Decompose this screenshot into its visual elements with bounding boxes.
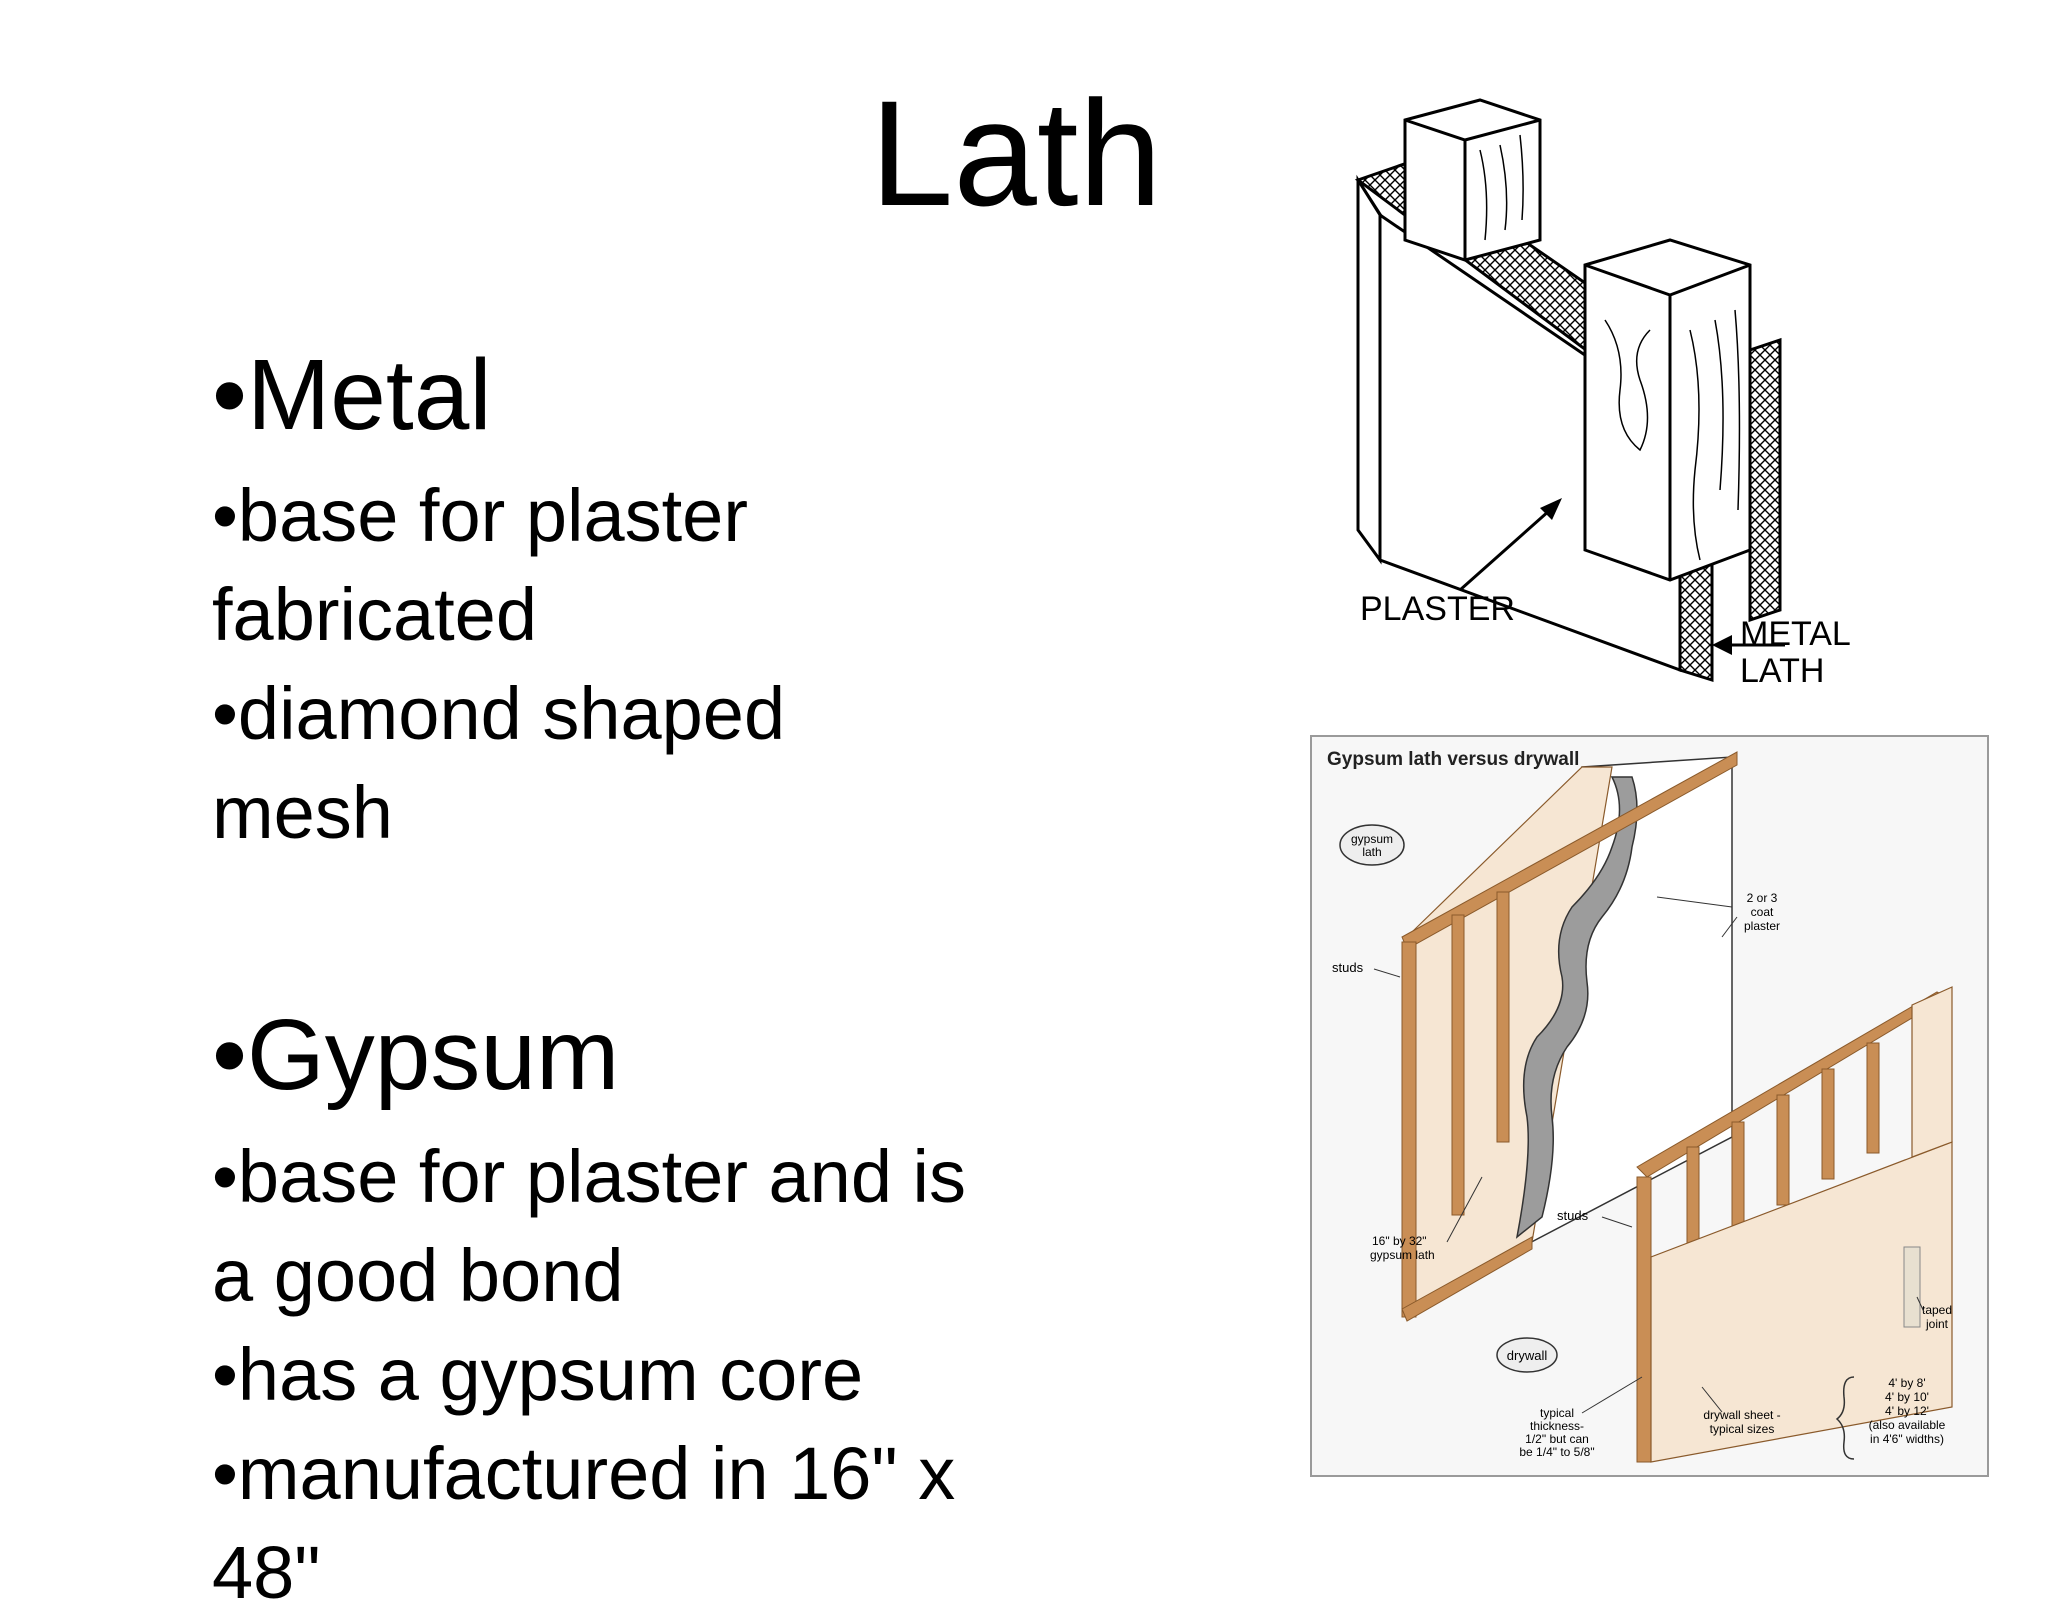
gypsum-line: a good bond [212,1234,624,1317]
figure-title: Gypsum lath versus drywall [1327,749,1579,770]
slide-title: Lath [870,69,1162,237]
metal-heading: •Metal [212,339,492,451]
gypsum-line: •has a gypsum core [212,1333,864,1416]
metal-bullets: •base for plaster fabricated •diamond sh… [212,466,785,862]
gypsum-line: 48" [212,1531,321,1614]
size-label-1: 4' by 8' [1888,1376,1925,1390]
metal-line: •diamond shaped [212,672,786,755]
thickness-label-4: be 1/4" to 5/8" [1519,1445,1594,1459]
taped-label-2: joint [1925,1317,1949,1331]
metal-line: fabricated [212,573,537,656]
size-label-4: (also available [1869,1418,1946,1432]
size-label-3: 4' by 12' [1885,1404,1929,1418]
taped-label-1: taped [1922,1303,1952,1317]
thickness-label-1: typical [1540,1406,1574,1420]
coat-label-1: 2 or 3 [1747,891,1778,905]
gypsum-line: •base for plaster and is [212,1135,966,1218]
size-label-2: 4' by 10' [1885,1390,1929,1404]
metal-line: mesh [212,771,393,854]
studs-label-2: studs [1557,1208,1589,1223]
coat-label-2: coat [1751,905,1774,919]
metal-lath-illustration: PLASTER METAL LATH [1340,90,1900,690]
lath-size-1: 16" by 32" [1372,1234,1427,1248]
studs-label-1: studs [1332,960,1364,975]
bubble-gypsum-1: gypsum [1351,832,1393,846]
sheet-label-1: drywall sheet - [1703,1408,1780,1422]
gypsum-line: •manufactured in 16" x [212,1432,956,1515]
gypsum-lath-vs-drywall-illustration: Gypsum lath versus drywall gypsum lath d… [1310,735,1989,1477]
lath-size-2: gypsum lath [1370,1248,1435,1262]
size-label-5: in 4'6" widths) [1870,1432,1944,1446]
coat-label-3: plaster [1744,919,1780,933]
label-lath: LATH [1740,652,1824,690]
gypsum-drywall-drawing: Gypsum lath versus drywall gypsum lath d… [1327,749,1953,1463]
sheet-label-2: typical sizes [1710,1422,1775,1436]
label-plaster: PLASTER [1360,590,1515,628]
metal-line: •base for plaster [212,474,748,557]
thickness-label-3: 1/2" but can [1525,1432,1589,1446]
bubble-gypsum-2: lath [1362,845,1381,859]
bubble-drywall: drywall [1507,1348,1548,1363]
thickness-label-2: thickness- [1530,1419,1584,1433]
label-metal: METAL [1740,615,1851,653]
metal-lath-drawing: PLASTER METAL LATH [1354,98,1851,690]
gypsum-bullets: •base for plaster and is a good bond •ha… [212,1127,966,1622]
gypsum-heading: •Gypsum [212,999,620,1111]
